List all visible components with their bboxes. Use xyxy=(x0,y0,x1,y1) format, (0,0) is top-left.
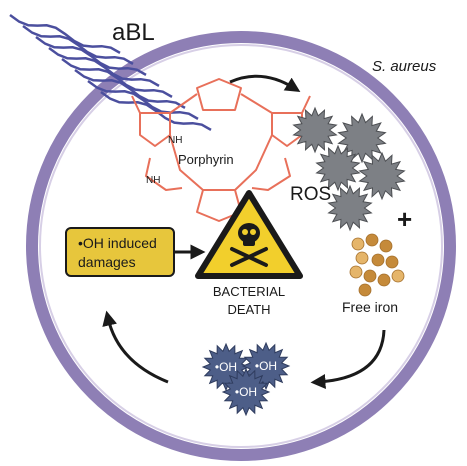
iron-particle xyxy=(379,239,393,253)
light-wave-icon xyxy=(9,13,212,131)
porphyrin-nh-bottom: NH xyxy=(146,175,160,186)
light-wave xyxy=(35,35,147,76)
light-wave xyxy=(48,46,160,87)
ros-burst xyxy=(337,112,387,164)
iron-particle xyxy=(355,251,369,265)
hydroxyl-radical xyxy=(221,367,271,417)
organism-label: S. aureus xyxy=(372,58,437,75)
photosensitizer-label: Porphyrin xyxy=(178,152,234,167)
ros-burst xyxy=(315,144,361,192)
plus-sign: + xyxy=(397,204,412,234)
porphyrin-nh-top: NH xyxy=(168,135,182,146)
light-wave xyxy=(9,13,121,54)
ros-burst xyxy=(292,106,338,154)
ros-burst xyxy=(327,184,373,232)
outcome-line-1: BACTERIAL xyxy=(213,284,285,299)
cycle-arrow-icon xyxy=(102,310,169,384)
damage-line-1: •OH induced xyxy=(78,235,157,251)
hydroxyl-label: •OH xyxy=(215,360,237,374)
outcome-line-2: DEATH xyxy=(227,302,270,317)
porphyrin-structure-icon xyxy=(131,78,311,222)
iron-particles-icon xyxy=(349,233,405,297)
ros-label: ROS xyxy=(290,184,331,205)
iron-particle xyxy=(391,269,405,283)
light-label: aBL xyxy=(112,19,155,46)
light-wave xyxy=(22,24,134,65)
damage-box: •OH induced damages xyxy=(65,227,175,277)
bacterial-cell-membrane xyxy=(26,31,456,461)
iron-label: Free iron xyxy=(342,299,398,315)
iron-particle xyxy=(371,253,385,267)
iron-particle xyxy=(349,265,363,279)
hydroxyl-label: •OH xyxy=(255,359,277,373)
ros-burst xyxy=(358,151,406,201)
light-wave xyxy=(61,57,173,98)
iron-particle xyxy=(358,283,372,297)
iron-particle xyxy=(385,255,399,269)
iron-particle xyxy=(363,269,377,283)
iron-particle xyxy=(365,233,379,247)
iron-particle xyxy=(351,237,365,251)
cycle-arrow-icon xyxy=(229,74,301,92)
hydroxyl-label: •OH xyxy=(235,385,257,399)
hydroxyl-radical-icon: •OH •OH •OH xyxy=(201,341,291,417)
ros-burst-icon xyxy=(292,106,406,232)
light-wave xyxy=(100,90,212,131)
damage-line-2: damages xyxy=(78,254,136,270)
cycle-arrow-icon xyxy=(310,329,386,390)
light-wave xyxy=(74,68,186,109)
iron-particle xyxy=(377,273,391,287)
light-wave xyxy=(87,79,199,120)
skull-warning-icon xyxy=(195,190,303,279)
